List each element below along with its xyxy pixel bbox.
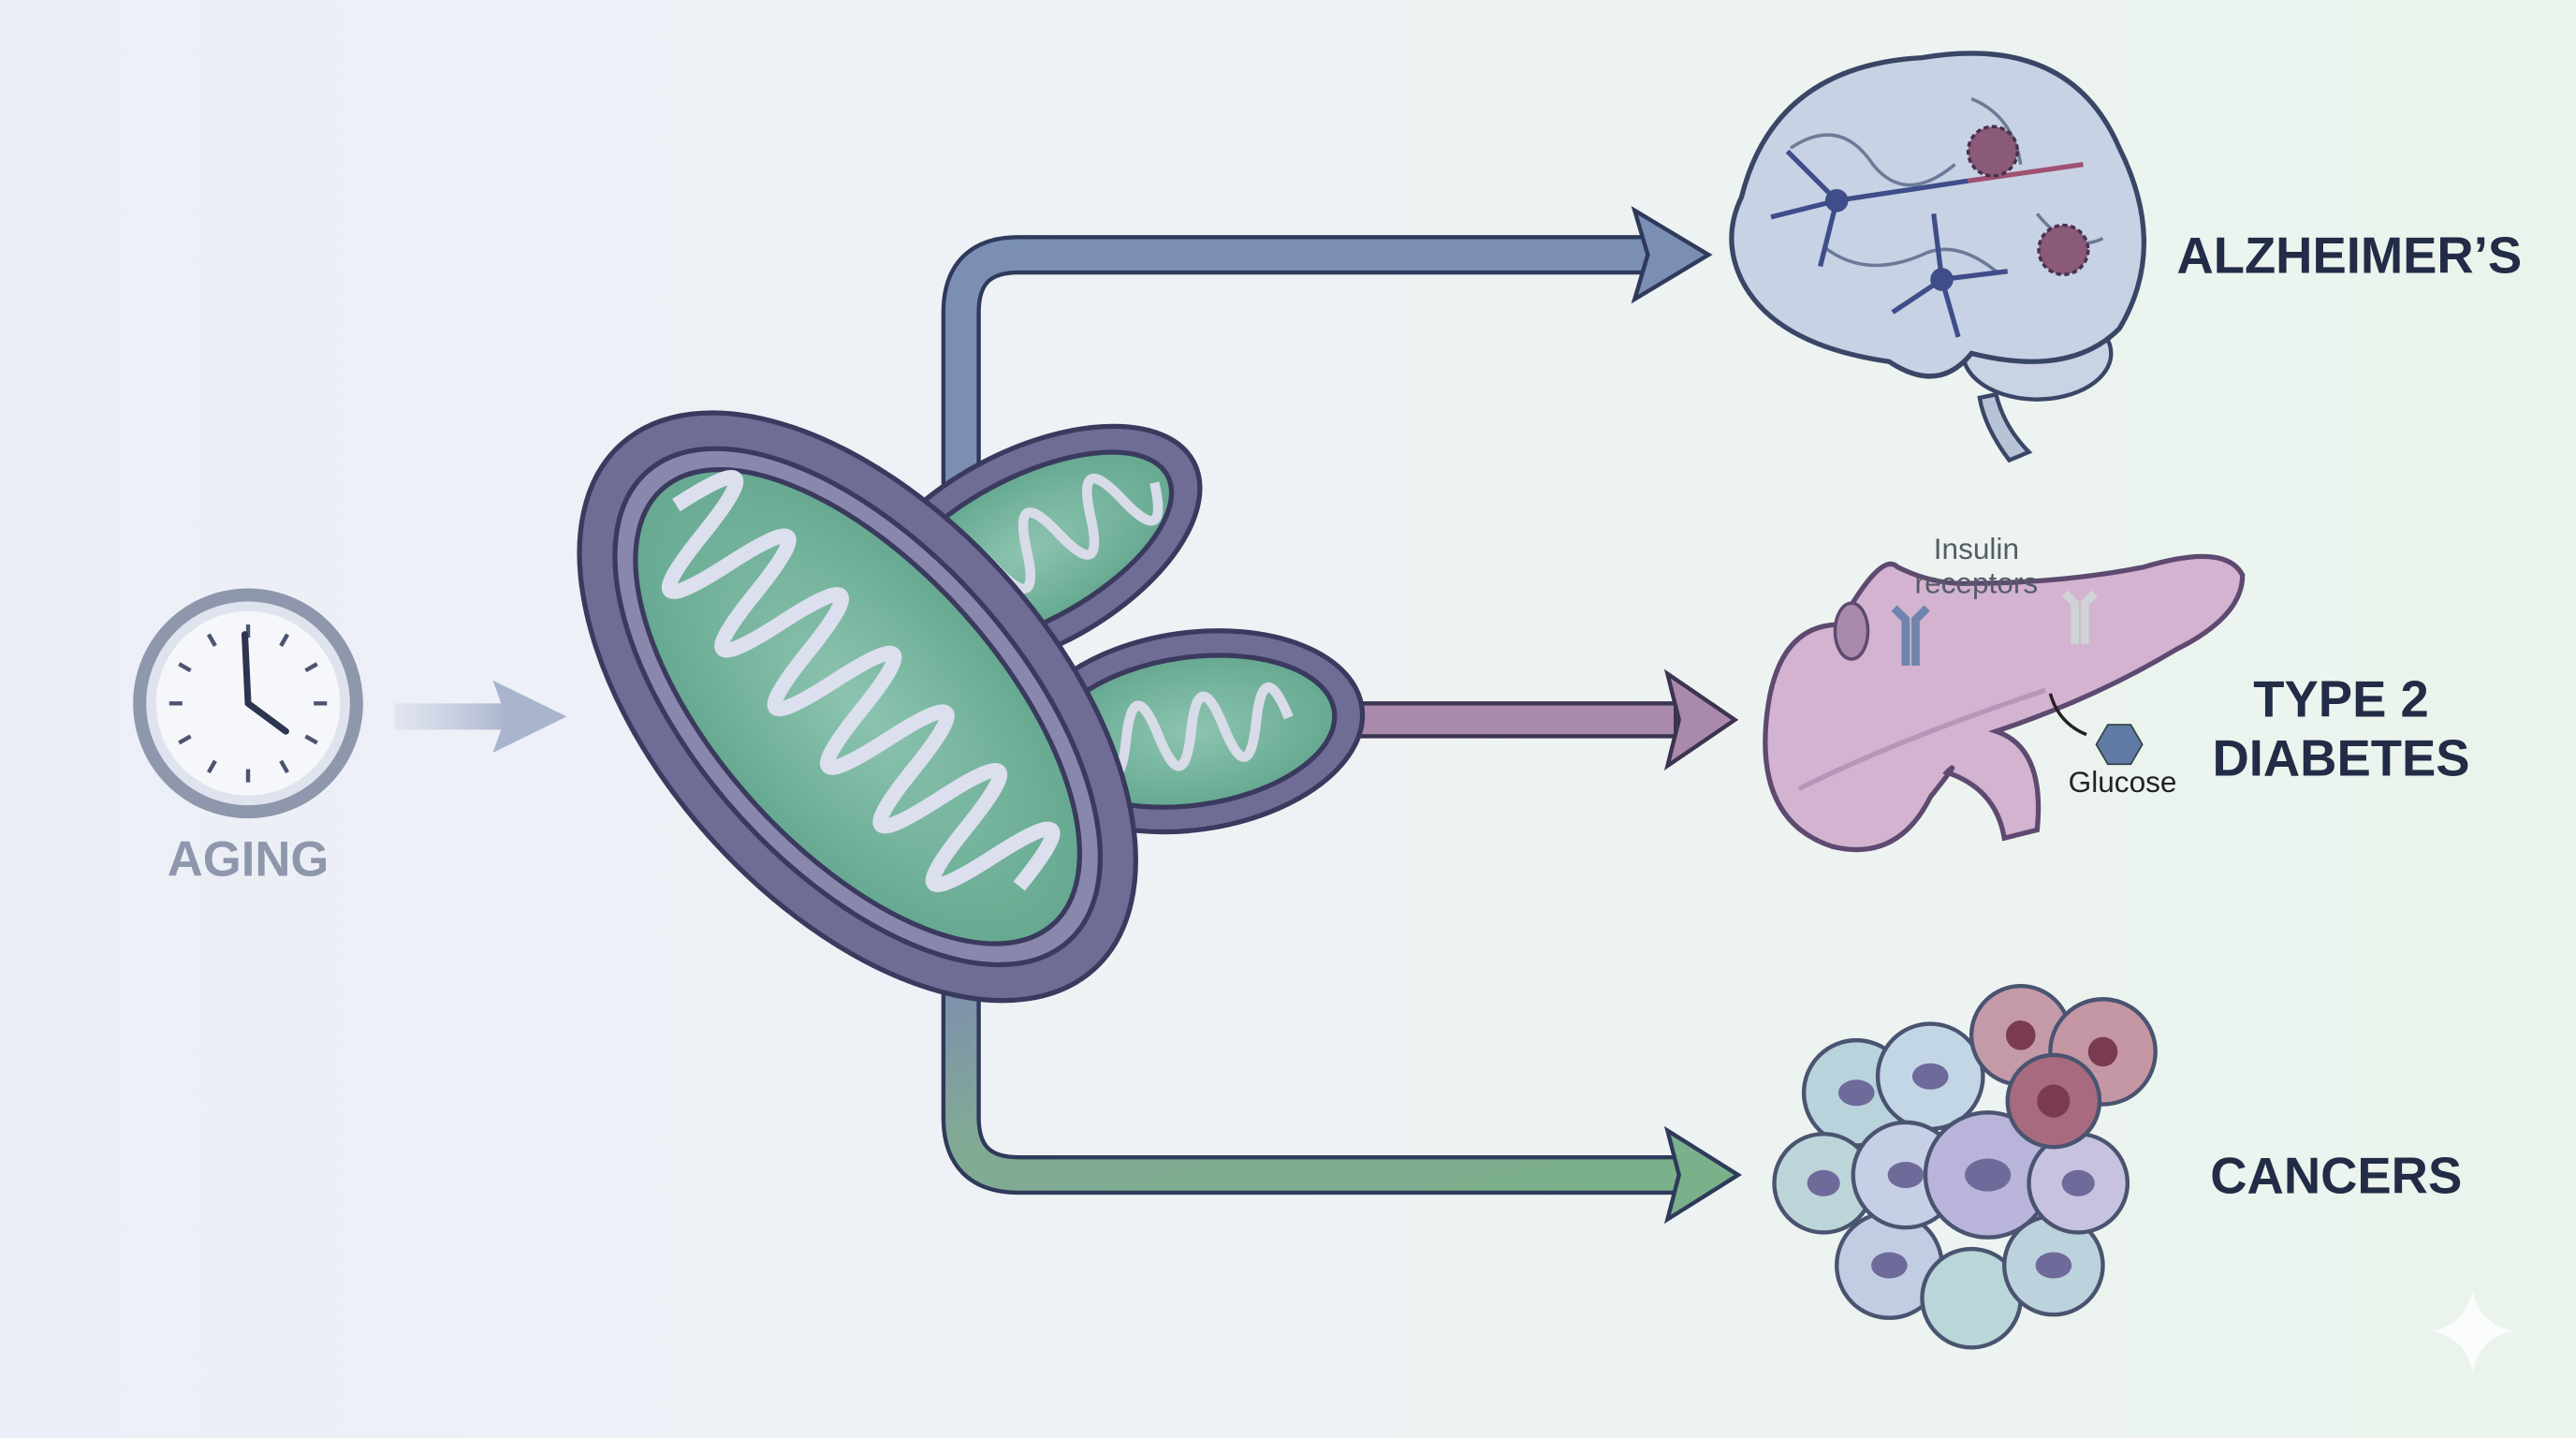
clock-icon (133, 588, 363, 819)
diabetes-label-line1: TYPE 2 (2253, 670, 2428, 727)
aging-arrow (394, 680, 567, 753)
insulin-receptors-label-line2: receptors (1915, 566, 2039, 600)
cancers-label: CANCERS (2210, 1147, 2462, 1204)
mitochondria-icon (577, 410, 1366, 1004)
aging-label: AGING (168, 832, 329, 888)
pancreas-icon (1763, 553, 2246, 853)
cancers-arrow (941, 969, 1679, 1196)
insulin-receptors-label-line1: Insulin (1934, 532, 2019, 565)
cancer-cells-icon (1772, 984, 2158, 1350)
diabetes-label-line2: DIABETES (2213, 730, 2470, 787)
alzheimers-label: ALZHEIMER’S (2176, 227, 2522, 284)
diabetes-arrow (1344, 668, 1739, 771)
brain-icon (1729, 51, 2146, 463)
sparkle-icon (2431, 1289, 2514, 1372)
glucose-label: Glucose (2069, 765, 2177, 799)
